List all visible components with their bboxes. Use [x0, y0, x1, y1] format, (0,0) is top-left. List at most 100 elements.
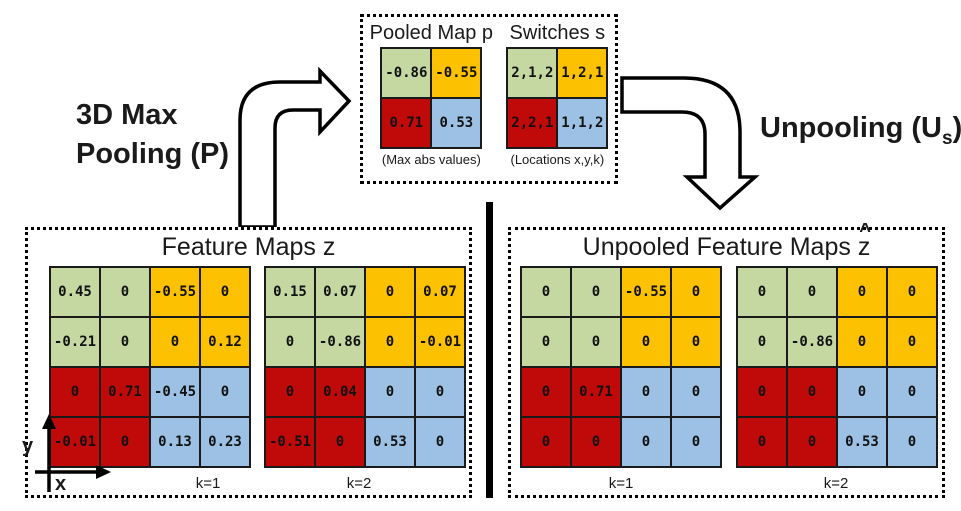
grid-cell: 0.71 — [101, 368, 149, 416]
grid-cell: 0 — [51, 368, 99, 416]
grid-cell: 0 — [888, 268, 936, 316]
grid-cell: 0 — [316, 418, 364, 466]
z-hat-symbol: ^z — [857, 220, 871, 262]
unpooled-k1-label: k=1 — [608, 475, 634, 492]
feature-maps-title: Feature Maps z — [161, 233, 336, 261]
grid-cell: 0.53 — [366, 418, 414, 466]
grid-cell: 0.15 — [266, 268, 314, 316]
unpooled-k2-label: k=2 — [823, 475, 849, 492]
grid-cell: 0 — [572, 268, 620, 316]
grid-cell: 0.45 — [51, 268, 99, 316]
xy-axes-icon — [35, 414, 111, 492]
grid-cell: 0 — [738, 418, 786, 466]
x-axis-label: x — [55, 473, 67, 495]
unpooling-operation-label: Unpooling (Us) — [760, 112, 961, 148]
grid-cell: 0 — [101, 318, 149, 366]
grid-cell: 0 — [738, 318, 786, 366]
grid-cell: 0 — [366, 368, 414, 416]
grid-cell: 0 — [888, 418, 936, 466]
grid-cell: 0 — [101, 418, 149, 466]
pooling-operation-label: 3D Max Pooling (P) — [76, 96, 229, 174]
grid-cell: 0 — [266, 318, 314, 366]
grid-cell: 0 — [522, 318, 570, 366]
grid-cell: 0 — [888, 318, 936, 366]
grid-cell: 0 — [416, 418, 464, 466]
grid-cell: 0 — [201, 368, 249, 416]
grid-cell: -0.55 — [151, 268, 199, 316]
grid-cell: 0 — [416, 368, 464, 416]
feature-map-k2-label: k=2 — [346, 475, 372, 492]
unpooled-title-text: Unpooled Feature Maps — [582, 233, 858, 261]
grid-cell: 0 — [788, 368, 836, 416]
grid-cell: 1,2,1 — [558, 49, 607, 97]
grid-cell: 0 — [572, 318, 620, 366]
unpooling-label-subscript: s — [942, 127, 953, 149]
grid-cell: 0 — [888, 368, 936, 416]
grid-cell: 0 — [838, 318, 886, 366]
grid-cell: 0 — [838, 368, 886, 416]
grid-cell: 2,1,2 — [508, 49, 557, 97]
grid-cell: 0 — [101, 268, 149, 316]
pooled-map-caption: (Max abs values) — [381, 152, 481, 167]
grid-cell: 0 — [622, 418, 670, 466]
grid-cell: 0.04 — [316, 368, 364, 416]
grid-cell: 0 — [672, 368, 720, 416]
grid-cell: 0.23 — [201, 418, 249, 466]
grid-cell: 0 — [672, 318, 720, 366]
unpooling-label-close: ) — [953, 112, 961, 144]
grid-cell: -0.55 — [432, 49, 481, 97]
grid-cell: 0 — [366, 318, 414, 366]
feature-map-k1-label: k=1 — [195, 475, 221, 492]
grid-cell: 0 — [522, 368, 570, 416]
grid-cell: -0.45 — [151, 368, 199, 416]
grid-cell: 0 — [522, 418, 570, 466]
grid-cell: -0.86 — [788, 318, 836, 366]
grid-cell: 0 — [738, 368, 786, 416]
grid-cell: 0.71 — [572, 368, 620, 416]
grid-cell: 0 — [366, 268, 414, 316]
grid-cell: 0 — [672, 418, 720, 466]
pooled-map-title: Pooled Map p — [369, 22, 494, 44]
grid-cell: 0 — [622, 318, 670, 366]
grid-cell: -0.01 — [416, 318, 464, 366]
unpooled-maps-title: Unpooled Feature Maps ^z — [511, 220, 942, 262]
grid-cell: 0 — [738, 268, 786, 316]
grid-cell: -0.86 — [382, 49, 431, 97]
grid-cell: 0 — [266, 368, 314, 416]
grid-cell: -0.51 — [266, 418, 314, 466]
pooling-arrow — [238, 66, 352, 229]
grid-cell: -0.55 — [622, 268, 670, 316]
switches-title: Switches s — [509, 22, 606, 44]
y-axis-label: y — [22, 435, 34, 457]
grid-cell: 0 — [788, 268, 836, 316]
grid-cell: 0.71 — [382, 99, 431, 147]
grid-cell: 0.07 — [416, 268, 464, 316]
vertical-divider — [486, 202, 493, 498]
grid-cell: 2,2,1 — [508, 99, 557, 147]
grid-cell: 0.13 — [151, 418, 199, 466]
grid-cell: 1,1,2 — [558, 99, 607, 147]
grid-cell: 0.07 — [316, 268, 364, 316]
hat-accent: ^ — [859, 220, 871, 242]
hat-letter: z — [857, 233, 871, 261]
grid-cell: 0 — [788, 418, 836, 466]
switches-caption: (Locations x,y,k) — [510, 152, 605, 167]
grid-cell: 0 — [151, 318, 199, 366]
grid-cell: 0.53 — [838, 418, 886, 466]
grid-cell: 0 — [622, 368, 670, 416]
grid-cell: 0.53 — [432, 99, 481, 147]
grid-cell: 0.12 — [201, 318, 249, 366]
pooling-label-line1: 3D Max — [76, 99, 178, 131]
grid-cell: 0 — [572, 418, 620, 466]
grid-cell: 0 — [672, 268, 720, 316]
